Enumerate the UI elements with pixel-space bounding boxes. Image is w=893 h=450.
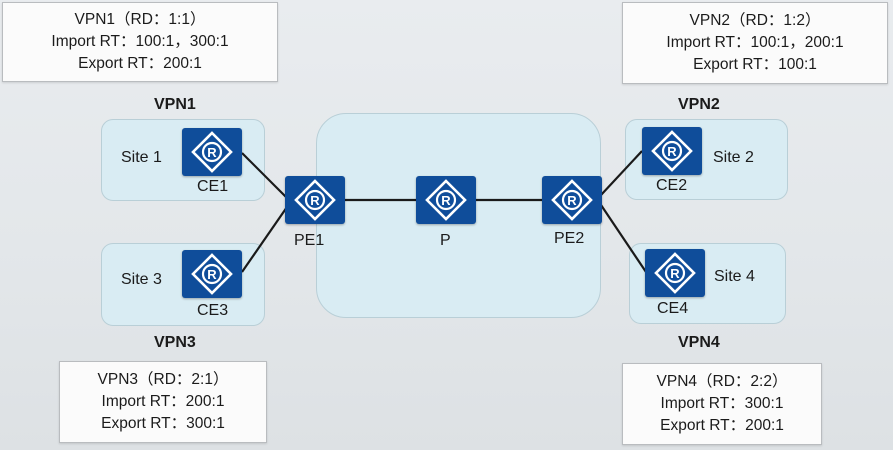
ce1-label: CE1 bbox=[197, 178, 229, 195]
site1-label: Site 1 bbox=[121, 149, 162, 166]
p-router[interactable]: R bbox=[416, 176, 476, 224]
vpn2-export-rt: Export RT：100:1 bbox=[693, 56, 817, 73]
vpn4-rd-label: VPN4（RD：2:2） bbox=[656, 373, 788, 390]
vpn1-rd-label: VPN1（RD：1:1） bbox=[74, 11, 206, 28]
vpn1-import-rt: Import RT：100:1，300:1 bbox=[51, 33, 229, 50]
router-icon: R bbox=[294, 179, 336, 221]
router-icon: R bbox=[654, 252, 696, 294]
router-icon: R bbox=[191, 131, 233, 173]
pe2-router[interactable]: R bbox=[542, 176, 602, 224]
link-pe2-ce2 bbox=[600, 150, 643, 196]
vpn2-title: VPN2 bbox=[678, 96, 720, 113]
vpn3-export-rt: Export RT：300:1 bbox=[101, 415, 225, 432]
site3-label: Site 3 bbox=[121, 271, 162, 288]
vpn4-title: VPN4 bbox=[678, 334, 720, 351]
vpn2-info-box: VPN2（RD：1:2） Import RT：100:1，200:1 Expor… bbox=[622, 2, 888, 84]
vpn4-export-rt: Export RT：200:1 bbox=[660, 417, 784, 434]
ce4-router[interactable]: R bbox=[645, 249, 705, 297]
pe2-label: PE2 bbox=[554, 230, 585, 247]
svg-text:R: R bbox=[567, 193, 577, 208]
svg-text:R: R bbox=[670, 266, 680, 281]
svg-text:R: R bbox=[441, 193, 451, 208]
site2-label: Site 2 bbox=[713, 149, 754, 166]
ce1-router[interactable]: R bbox=[182, 128, 242, 176]
router-icon: R bbox=[651, 130, 693, 172]
vpn4-info-box: VPN4（RD：2:2） Import RT：300:1 Export RT：2… bbox=[622, 363, 822, 445]
svg-text:R: R bbox=[310, 193, 320, 208]
vpn2-rd-label: VPN2（RD：1:2） bbox=[689, 12, 821, 29]
pe1-label: PE1 bbox=[294, 232, 325, 249]
ce2-router[interactable]: R bbox=[642, 127, 702, 175]
ce2-label: CE2 bbox=[656, 177, 688, 194]
link-pe2-ce4 bbox=[600, 204, 647, 273]
vpn3-import-rt: Import RT：200:1 bbox=[101, 393, 225, 410]
vpn2-import-rt: Import RT：100:1，200:1 bbox=[666, 34, 844, 51]
vpn1-title: VPN1 bbox=[154, 96, 196, 113]
svg-text:R: R bbox=[667, 144, 677, 159]
vpn1-info-box: VPN1（RD：1:1） Import RT：100:1，300:1 Expor… bbox=[2, 2, 278, 82]
vpn3-rd-label: VPN3（RD：2:1） bbox=[97, 371, 229, 388]
p-label: P bbox=[440, 232, 451, 249]
vpn1-export-rt: Export RT：200:1 bbox=[78, 55, 202, 72]
router-icon: R bbox=[191, 253, 233, 295]
pe1-router[interactable]: R bbox=[285, 176, 345, 224]
link-ce1-pe1 bbox=[241, 152, 288, 199]
vpn4-import-rt: Import RT：300:1 bbox=[660, 395, 784, 412]
router-icon: R bbox=[425, 179, 467, 221]
svg-text:R: R bbox=[207, 267, 217, 282]
vpn3-info-box: VPN3（RD：2:1） Import RT：200:1 Export RT：3… bbox=[59, 361, 267, 443]
ce3-router[interactable]: R bbox=[182, 250, 242, 298]
svg-text:R: R bbox=[207, 145, 217, 160]
vpn3-title: VPN3 bbox=[154, 334, 196, 351]
site4-label: Site 4 bbox=[714, 268, 755, 285]
link-ce3-pe1 bbox=[241, 206, 288, 273]
ce3-label: CE3 bbox=[197, 302, 229, 319]
ce4-label: CE4 bbox=[657, 300, 689, 317]
router-icon: R bbox=[551, 179, 593, 221]
